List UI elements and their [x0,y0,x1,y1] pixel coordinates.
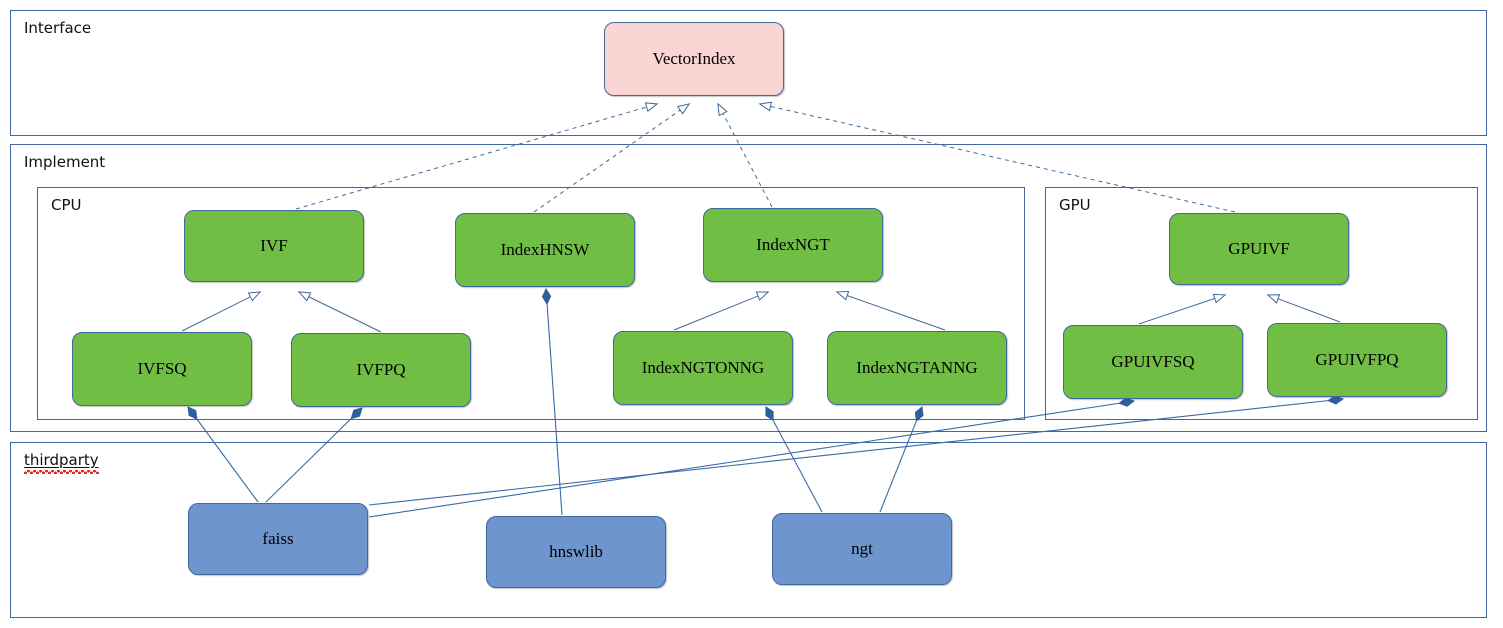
class-node-faiss[interactable]: faiss [188,503,368,575]
class-node-indexngtanng[interactable]: IndexNGTANNG [827,331,1007,405]
class-node-indexngt[interactable]: IndexNGT [703,208,883,282]
class-node-gpuivfpq[interactable]: GPUIVFPQ [1267,323,1447,397]
package-label-gpu: GPU [1059,196,1091,214]
class-node-indexhnsw[interactable]: IndexHNSW [455,213,635,287]
package-label-thirdparty: thirdparty [24,451,99,474]
class-node-ivfsq[interactable]: IVFSQ [72,332,252,406]
class-node-ivf[interactable]: IVF [184,210,364,282]
class-node-gpuivfsq[interactable]: GPUIVFSQ [1063,325,1243,399]
package-label-implement: Implement [24,153,106,171]
package-label-cpu: CPU [51,196,82,214]
class-node-gpuivf[interactable]: GPUIVF [1169,213,1349,285]
class-node-vectorindex[interactable]: VectorIndex [604,22,784,96]
class-node-hnswlib[interactable]: hnswlib [486,516,666,588]
class-node-ngt[interactable]: ngt [772,513,952,585]
class-node-ivfpq[interactable]: IVFPQ [291,333,471,407]
package-label-interface: Interface [24,19,92,37]
spellcheck-underline [24,470,99,474]
class-node-indexngtonng[interactable]: IndexNGTONNG [613,331,793,405]
